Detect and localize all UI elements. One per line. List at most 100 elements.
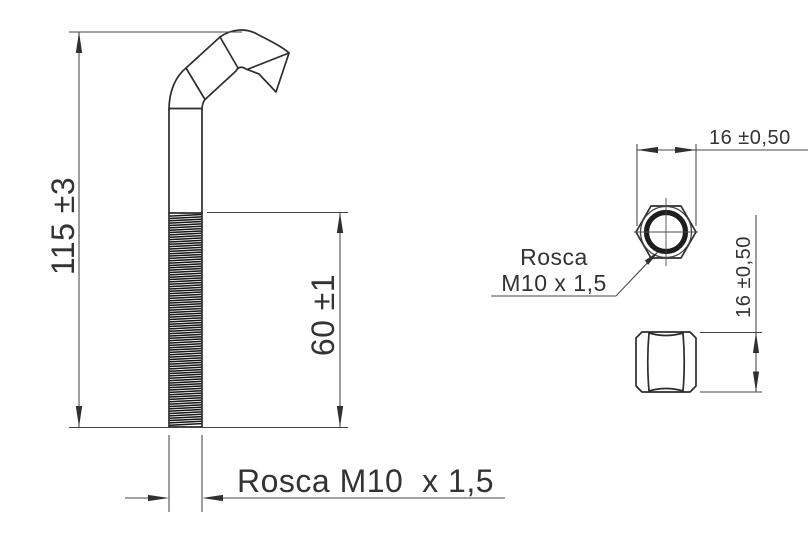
thread-crest-line [169,373,202,377]
thread-crest-line [169,317,202,321]
arrowhead-down [752,371,760,392]
thread-crest-line [169,357,202,361]
thread-crest-line [169,404,202,408]
thread-crest-line [169,260,202,264]
dim-text-overall-length: 115 ±3 [45,177,81,275]
dimension-overall-length: 115 ±3 [45,31,348,429]
thread-crest-line [169,256,202,260]
thread-crest-line [169,277,202,281]
arrowhead-up [336,212,344,233]
thread-crest-line [169,314,202,318]
thread-crest-line [169,368,202,372]
thread-crest-line [169,303,202,307]
thread-crest-line [169,382,202,387]
thread-crest-line [169,375,202,379]
thread-crest-line [169,345,202,349]
thread-crest-line [169,380,202,384]
arrowhead-up [75,32,83,53]
thread-crest-line [169,371,202,375]
dim-text-nut-width: 16 ±0,50 [709,127,791,149]
thread-crest-line [169,378,202,382]
thread-crest-line [169,249,202,253]
thread-crest-line [169,415,202,419]
thread-crest-line [169,253,202,257]
leader-line [615,257,653,297]
nut-side-facet-left [646,332,650,392]
thread-crest-line [169,408,202,412]
arrowhead-up [752,332,760,353]
thread-crest-line [169,333,202,337]
thread-crest-line [169,343,202,347]
thread-crest-line [169,220,202,224]
thread-crest-line [169,385,202,389]
thread-crest-line [169,258,202,262]
thread-crest-line [169,267,202,271]
thread-crest-line [169,326,202,330]
thread-crest-line [169,288,202,293]
thread-crest-line [169,213,202,217]
thread-crest-line [169,321,202,325]
thread-crest-line [169,291,202,295]
dimension-nut-width: 16 ±0,50 [636,127,808,226]
thread-crest-line [169,354,202,358]
arrowhead-right [675,146,696,154]
thread-crest-line [169,359,202,363]
hook-bend-tangent-line-1 [185,67,206,101]
arrowhead-down [336,406,344,427]
dim-text-nut-height: 16 ±0,50 [733,236,755,318]
thread-crest-line [169,300,202,304]
thread-crest-line [169,399,202,403]
thread-crest-line [169,274,202,278]
nut-side-outline [635,331,697,393]
thread-crest-line [169,324,202,328]
leader-arrowhead [644,251,659,265]
nut-thread-label-line2: M10 x 1,5 [501,270,607,296]
hook-tip-fold-line [246,52,290,71]
thread-crest-line [169,227,202,231]
thread-crest-line [169,312,202,316]
thread-crest-line [169,310,202,314]
thread-crest-line [169,218,202,222]
thread-crest-line [169,284,202,288]
dimension-thread-diameter: Rosca M10 x 1,5 [125,435,505,512]
thread-crest-line [169,286,202,290]
thread-crest-line [169,263,202,267]
thread-crest-line [169,361,202,365]
thread-crest-line [169,241,202,246]
thread-crest-line [169,394,202,398]
nut-side-chamfer-bottom [648,387,684,392]
thread-crest-line [169,350,202,354]
thread-crest-line [169,418,202,422]
thread-crest-line [169,225,202,229]
nut-side-facet-right [682,332,686,392]
thread-crest-line [169,281,202,285]
arrowhead-right [148,494,169,502]
thread-crest-line [169,251,202,255]
thread-crest-line [169,338,202,342]
thread-hatching [169,213,202,426]
thread-crest-line [169,411,202,415]
thread-crest-line [169,237,202,241]
thread-crest-line [169,307,202,311]
dimension-nut-height: 16 ±0,50 [700,215,762,393]
thread-crest-line [169,279,202,283]
thread-crest-line [169,298,202,302]
thread-crest-line [169,347,202,351]
thread-crest-line [169,328,202,332]
thread-crest-line [169,270,202,274]
thread-crest-line [169,420,202,424]
thread-crest-line [169,340,202,344]
thread-crest-line [169,387,202,391]
thread-crest-line [169,335,202,340]
thread-crest-line [169,239,202,243]
thread-crest-line [169,397,202,401]
thread-crest-line [169,331,202,335]
thread-crest-line [169,234,202,238]
arrowhead-left [202,494,223,502]
thread-crest-line [169,401,202,405]
thread-crest-line [169,413,202,417]
thread-crest-line [169,223,202,227]
dim-text-thread-length: 60 ±1 [305,274,341,356]
thread-crest-line [169,319,202,323]
